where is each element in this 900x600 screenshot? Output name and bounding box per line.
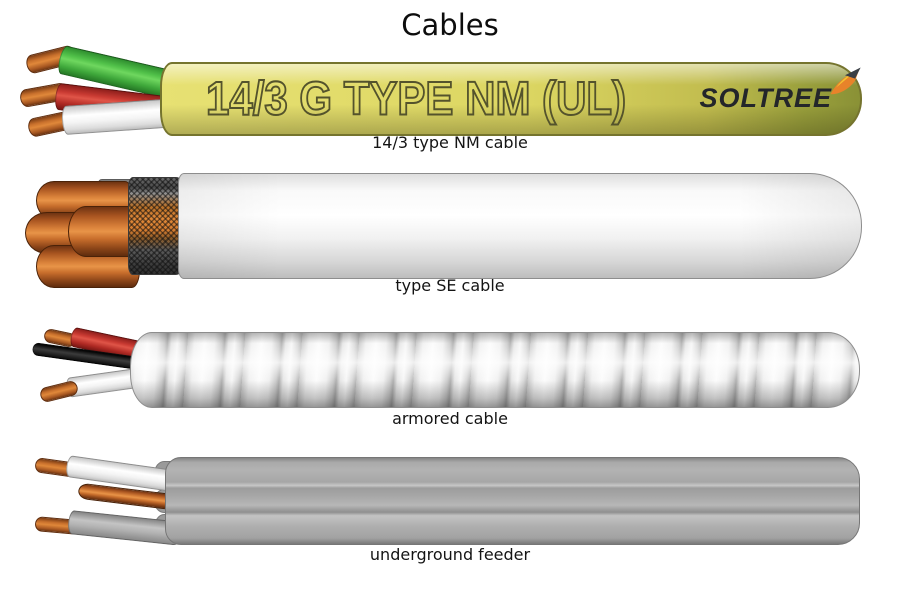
diagram-title: Cables [401, 8, 499, 42]
nm-cable-label: 14/3 type NM cable [372, 133, 528, 152]
nm-cable-sheath: 14/3 G TYPE NM (UL) SOLTREE [160, 62, 862, 136]
armored-cable-label: armored cable [392, 409, 508, 428]
soltree-leaf-icon [830, 67, 861, 95]
nm-cable-print-text: 14/3 G TYPE NM (UL) [205, 71, 627, 126]
se-cable-label: type SE cable [395, 276, 505, 295]
armored-cable-spiral-armor [130, 332, 860, 408]
uf-cable-sheath [165, 457, 860, 545]
armored-white-wire-copper-tip [38, 379, 80, 404]
se-braided-shield [128, 177, 186, 275]
uf-cable-label: underground feeder [369, 545, 531, 564]
se-cable-sheath [178, 173, 862, 279]
soltree-brand-text: SOLTREE [699, 83, 832, 113]
